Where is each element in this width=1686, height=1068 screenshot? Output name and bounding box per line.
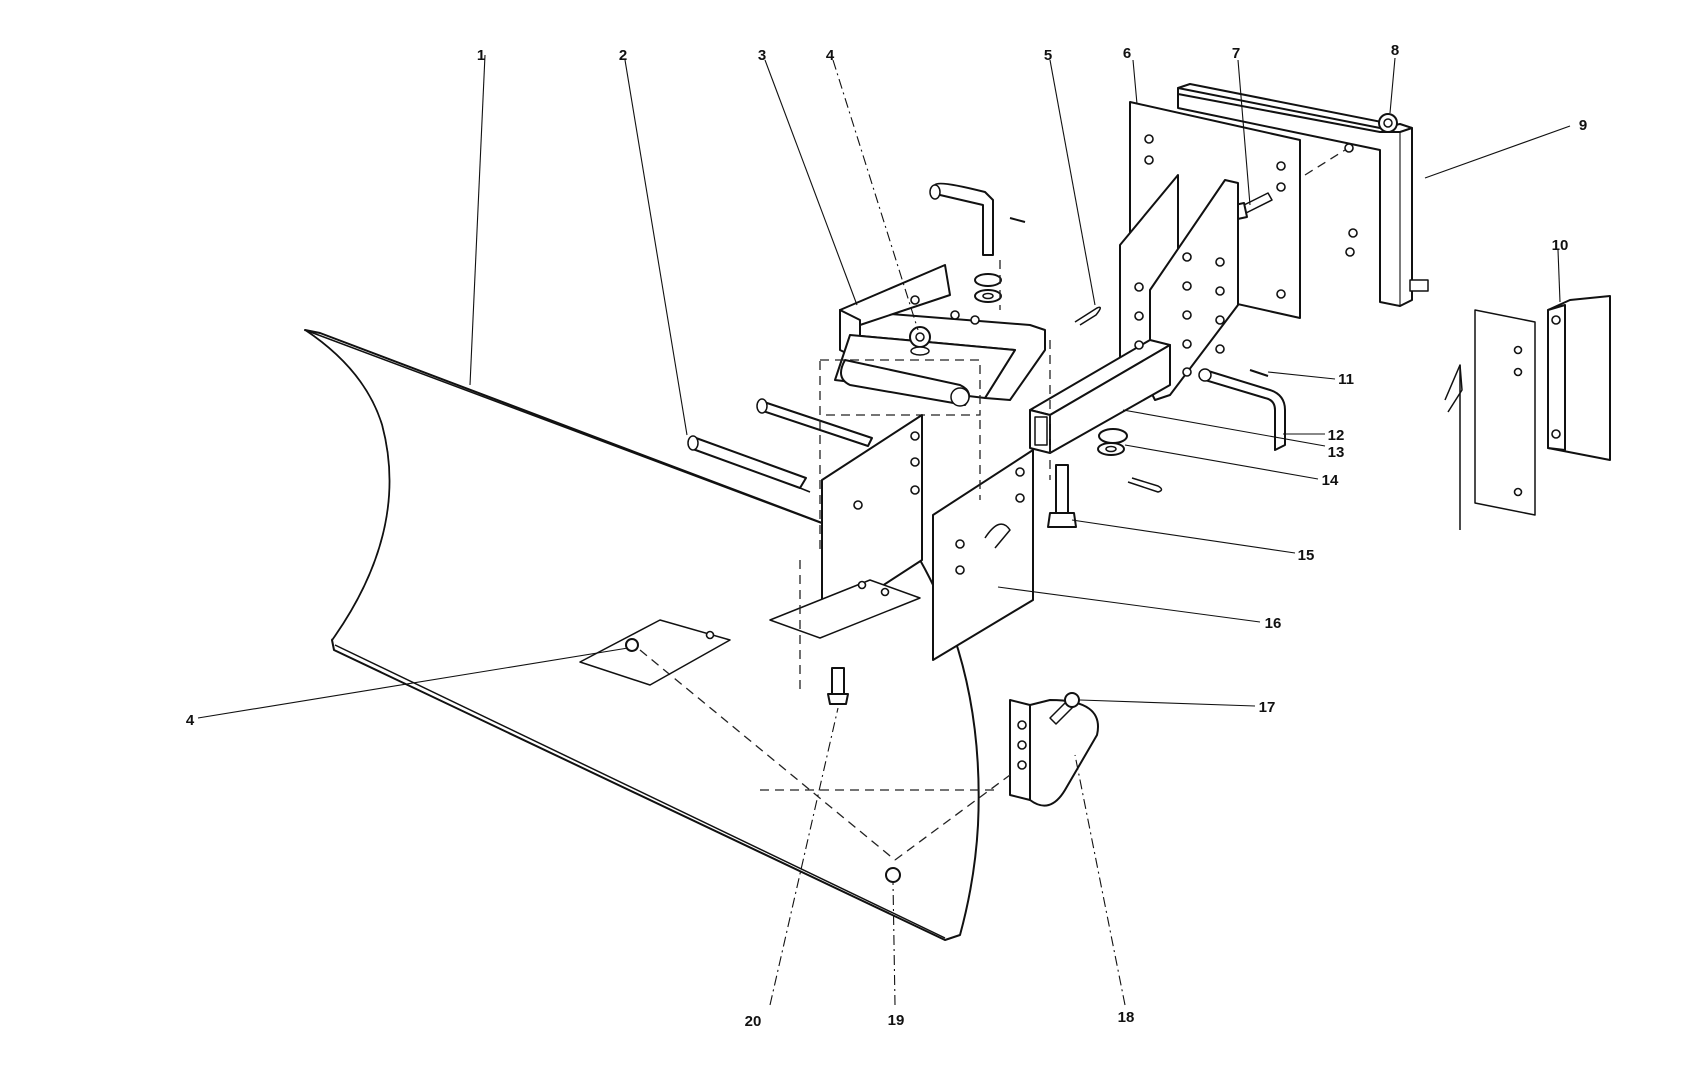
callout-18: 18 (1118, 1009, 1135, 1026)
lock-nut-part-8 (1378, 113, 1398, 133)
leader-lines (197, 54, 1571, 1006)
pivot-bracket-part-3 (819, 264, 1046, 416)
callout-8: 8 (1391, 42, 1399, 59)
callout-7: 7 (1232, 45, 1240, 62)
l-pin-part-12 (1198, 368, 1286, 451)
callout-14: 14 (1322, 472, 1339, 489)
callout-4: 4 (826, 47, 835, 64)
mounting-channel-part-9 (1177, 83, 1429, 307)
nut-part-4-lower (625, 638, 639, 652)
hairpin-clip-part-14 (1127, 477, 1163, 493)
callout-5: 5 (1044, 47, 1052, 64)
callout-2: 2 (619, 47, 627, 64)
callout-labels: 1 2 3 4 5 6 7 8 9 10 11 12 13 14 15 16 4… (186, 42, 1587, 1030)
callout-9: 9 (1579, 117, 1587, 134)
callout-20: 20 (745, 1013, 762, 1030)
blade-mount-plates-part-16 (579, 414, 1034, 686)
pivot-pin-part-2 (687, 398, 873, 493)
callout-12: 12 (1328, 427, 1345, 444)
hex-nut-part-4 (909, 326, 931, 356)
callout-11: 11 (1338, 371, 1354, 388)
callout-4-lower: 4 (186, 712, 195, 729)
hex-bolt-part-15 (1047, 464, 1077, 528)
upper-pin (929, 182, 1026, 303)
alignment-lines (639, 260, 1051, 861)
callout-1: 1 (477, 47, 485, 64)
hairpin-clip-part-5 (1074, 306, 1101, 326)
callout-6: 6 (1123, 45, 1131, 62)
side-plate (1444, 309, 1536, 530)
washers-part-13 (1097, 428, 1128, 456)
callout-17: 17 (1259, 699, 1276, 716)
callout-19: 19 (888, 1012, 905, 1029)
hitch-frame-assembly (1029, 174, 1239, 454)
callout-16: 16 (1265, 615, 1282, 632)
callout-10: 10 (1552, 237, 1569, 254)
angle-bracket-part-10 (1547, 295, 1611, 461)
cotter-pin-part-11 (1249, 369, 1269, 377)
nut-part-19 (885, 867, 901, 883)
carriage-bolt-part-17 (1049, 692, 1080, 725)
callout-13: 13 (1328, 444, 1345, 461)
callout-15: 15 (1298, 547, 1315, 564)
callout-3: 3 (758, 47, 766, 64)
carriage-bolt-part-20 (827, 667, 849, 705)
